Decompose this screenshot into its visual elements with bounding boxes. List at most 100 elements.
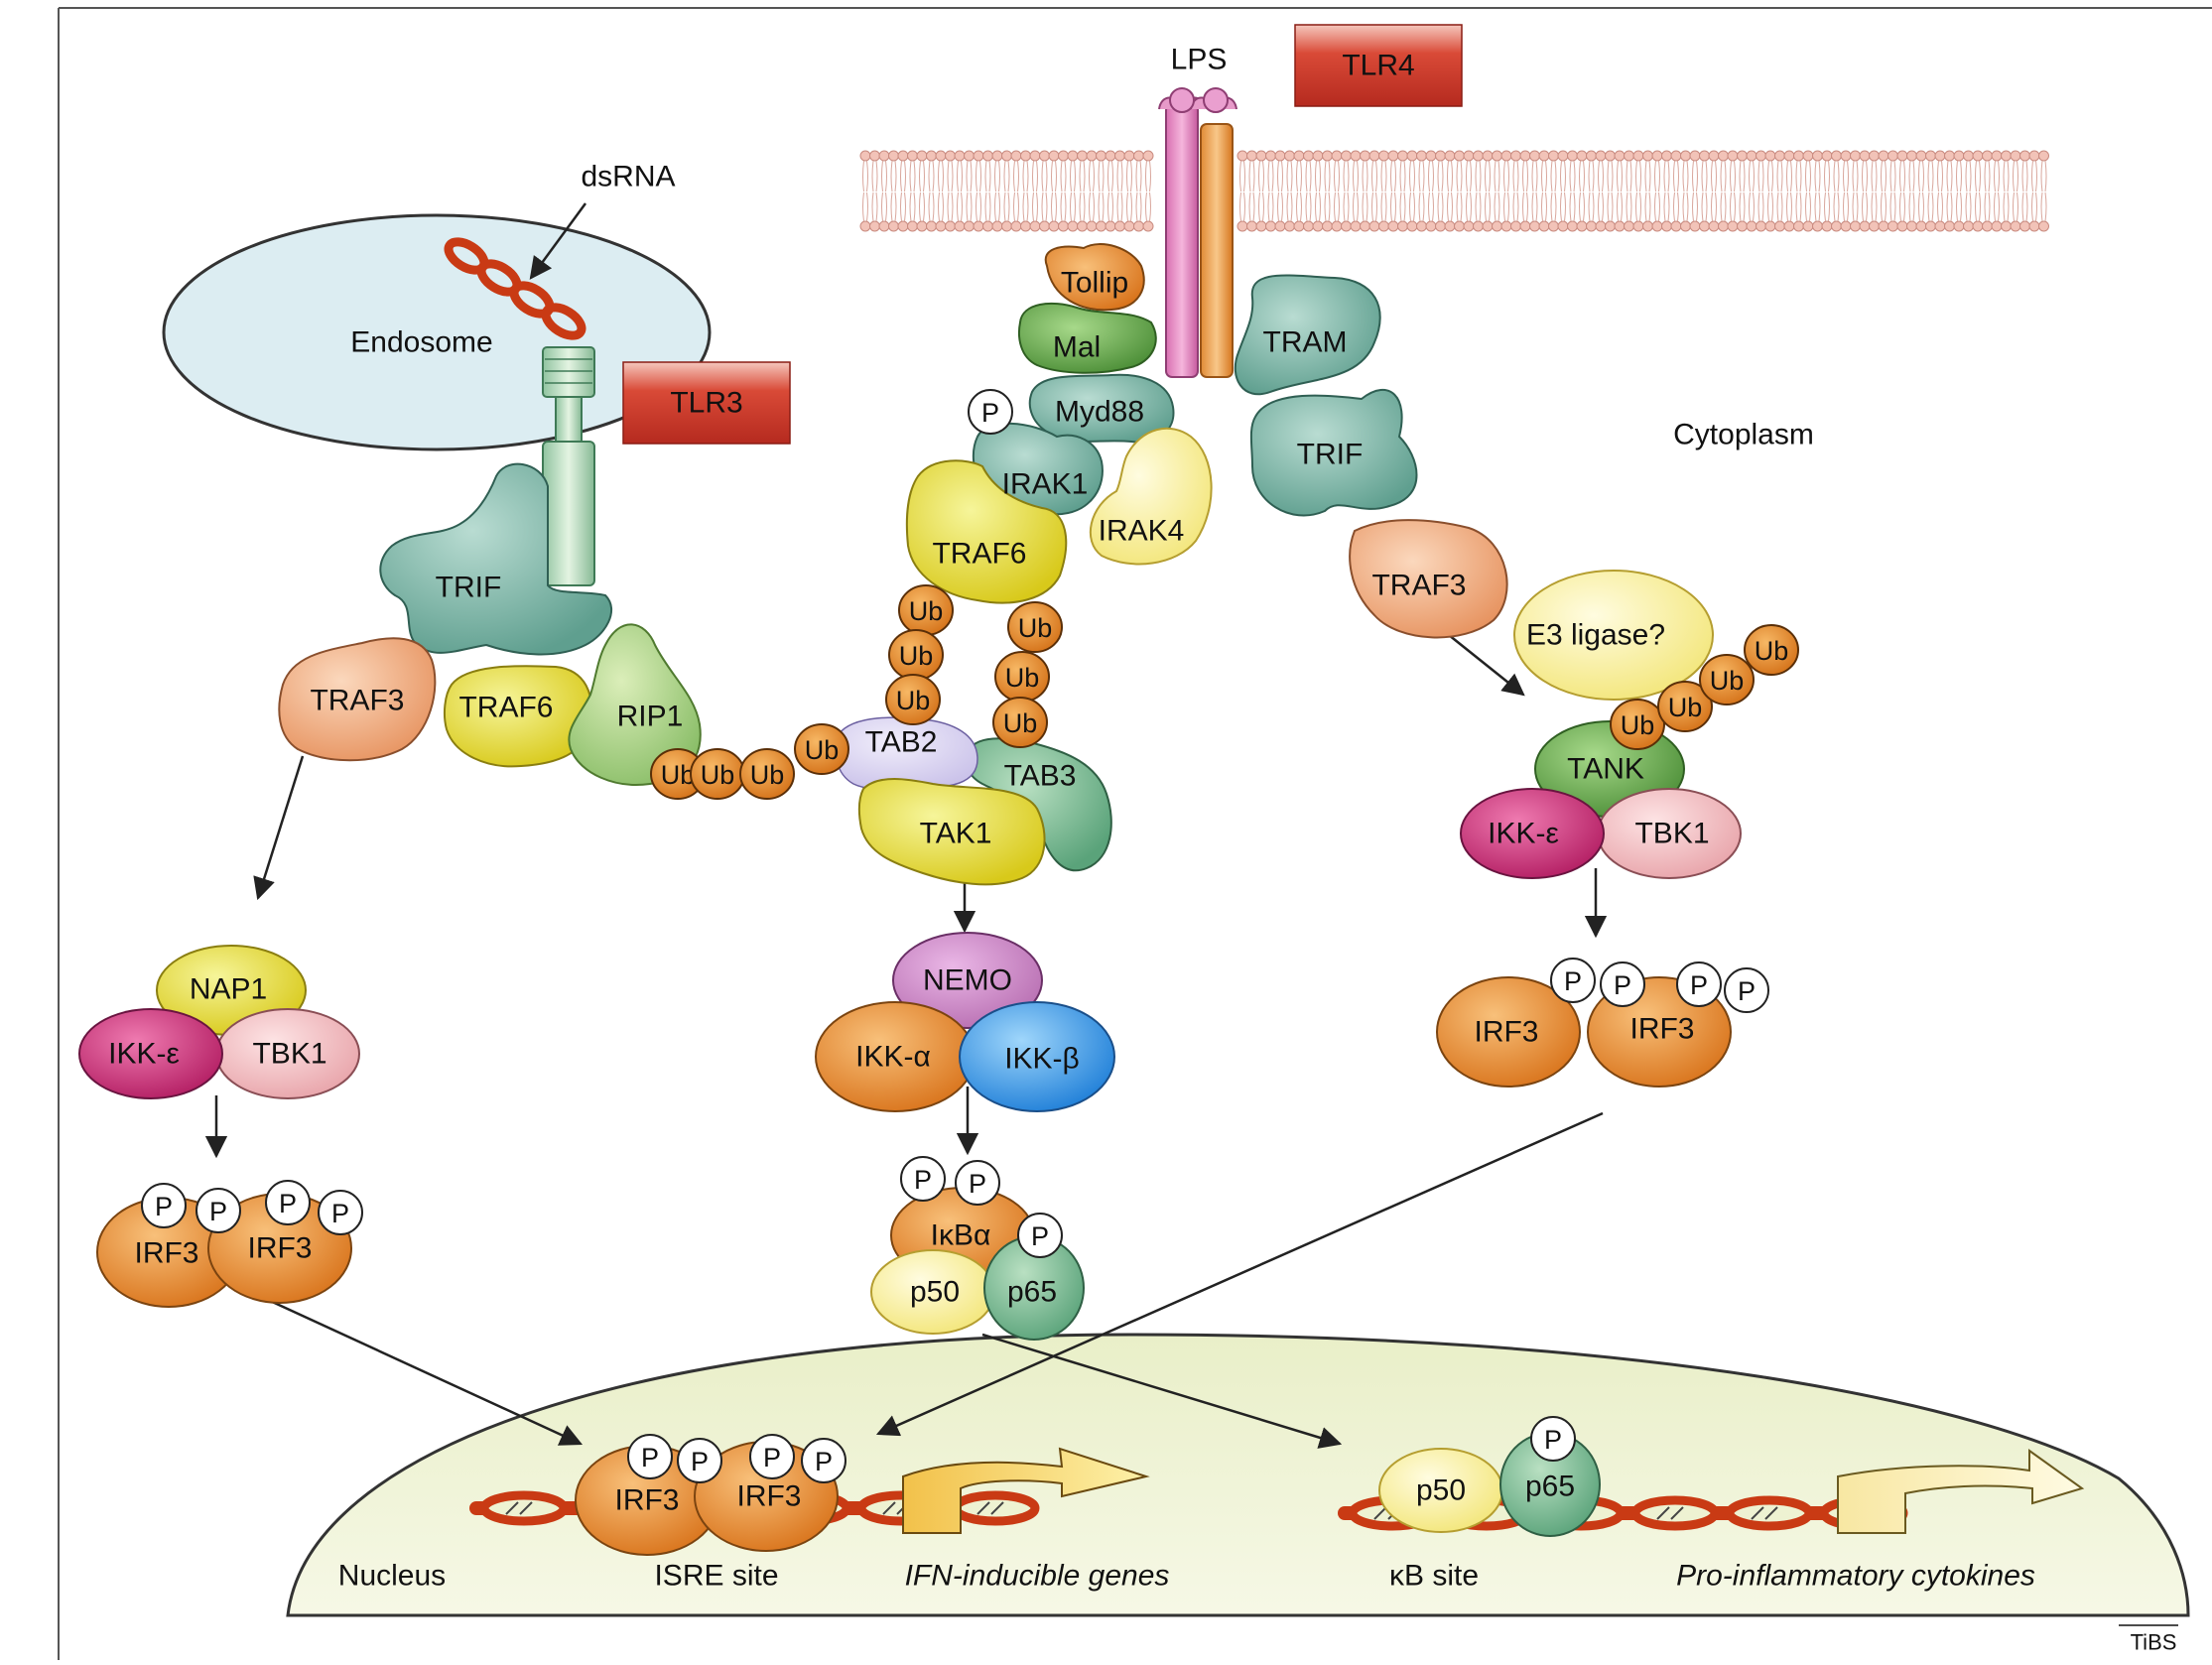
traf3-right-label: TRAF3: [1371, 570, 1466, 602]
ub-chain-tank-0: Ub: [1610, 699, 1665, 750]
tab3-label: TAB3: [1004, 760, 1077, 793]
ikke-right-label: IKK-ε: [1488, 818, 1559, 850]
traf3-right-shape: [1349, 519, 1508, 639]
gene-arrows: [902, 1447, 2085, 1534]
phospho-irf3-right-2: P: [1676, 961, 1722, 1007]
e3-ligase-label: E3 ligase?: [1526, 619, 1665, 652]
traf6-left-label: TRAF6: [458, 692, 553, 724]
traf3-left-shape: [278, 637, 437, 762]
ub-label: Ub: [909, 596, 944, 626]
myd88-label: Myd88: [1055, 396, 1144, 429]
tlr3-box: [622, 361, 791, 445]
p65-cyto-label: p65: [1007, 1276, 1057, 1309]
ub-label: Ub: [1621, 710, 1655, 740]
ub-chain-traf6-a-0: Ub: [898, 584, 954, 636]
rip1-label: RIP1: [617, 701, 684, 733]
ub-label: Ub: [899, 641, 934, 671]
tak1-label: TAK1: [920, 818, 992, 850]
ub-chain-traf6-b-0: Ub: [1007, 601, 1063, 653]
nemo-label: NEMO: [923, 964, 1012, 997]
dsrna-chain: [444, 237, 586, 340]
arrow-left-irf3-nucleus: [267, 1298, 584, 1446]
traf3-left-label: TRAF3: [310, 685, 404, 717]
phospho-irf3-left-0: P: [141, 1183, 187, 1228]
ub-label: Ub: [701, 760, 735, 790]
endosome-label: Endosome: [350, 326, 492, 359]
isre-site-label: ISRE site: [654, 1560, 778, 1593]
ub-label: Ub: [896, 686, 931, 715]
ub-label: Ub: [1005, 663, 1040, 693]
trif-right-shape: [1249, 388, 1418, 517]
phospho-irf3-nuc-2: P: [749, 1434, 795, 1479]
ub-label: Ub: [1003, 708, 1038, 738]
phospho-p65-nuc: P: [1530, 1416, 1576, 1462]
ikke-left-shape: [78, 1008, 223, 1099]
arrow-right-irf3-nucleus: [875, 1111, 1604, 1437]
ub-label: Ub: [1710, 666, 1745, 696]
ub-chain-rip1-1: Ub: [690, 748, 745, 800]
cytokines-label: Pro-inflammatory cytokines: [1676, 1560, 2035, 1593]
irf3-nuc-a-label: IRF3: [614, 1484, 679, 1517]
nucleus-label: Nucleus: [338, 1560, 446, 1593]
tlr3-label: TLR3: [670, 387, 742, 420]
phospho-irf3-right-1: P: [1600, 961, 1645, 1007]
lps-label: LPS: [1171, 44, 1228, 76]
ub-chain-traf6-a-2: Ub: [885, 674, 941, 725]
irf3-left-b-label: IRF3: [247, 1232, 312, 1265]
phospho-irf3-right-3: P: [1724, 967, 1769, 1013]
tbk1-left-label: TBK1: [252, 1038, 326, 1071]
tlr4-box: [1294, 24, 1463, 107]
ub-label: Ub: [661, 760, 696, 790]
p-label: P: [763, 1443, 781, 1473]
cytoplasm-label: Cytoplasm: [1673, 419, 1814, 451]
phospho-irf3-left-2: P: [265, 1180, 311, 1225]
mal-label: Mal: [1053, 331, 1101, 364]
p-label: P: [914, 1165, 932, 1195]
phospho-irf3-nuc-1: P: [677, 1438, 722, 1483]
phospho-irf3-left-1: P: [195, 1188, 241, 1233]
p-label: P: [981, 398, 999, 428]
tollip-shape: [1044, 243, 1145, 312]
irf3-left-a-label: IRF3: [134, 1237, 198, 1270]
tbk1-right-label: TBK1: [1634, 818, 1709, 850]
p-label: P: [691, 1447, 709, 1476]
phospho-irf3-nuc-3: P: [801, 1438, 846, 1483]
ikke-right-shape: [1460, 788, 1605, 879]
p-label: P: [279, 1189, 297, 1218]
ub-chain-tank-1: Ub: [1657, 681, 1713, 732]
ub-chain-rip1-2: Ub: [739, 748, 795, 800]
arrow-traf3-right-e3: [1448, 634, 1525, 697]
ub-chain-traf6-b-1: Ub: [994, 651, 1050, 703]
p-label: P: [969, 1169, 986, 1199]
dsrna-label: dsRNA: [581, 161, 675, 193]
arrow-dsrna: [529, 202, 587, 280]
ub-label: Ub: [1755, 636, 1789, 666]
irf3-right-a-shape: [1436, 976, 1581, 1088]
tank-label: TANK: [1567, 753, 1644, 786]
ub-label: Ub: [1668, 693, 1703, 722]
p-label: P: [155, 1192, 173, 1221]
ub-chain-traf6-a-1: Ub: [888, 629, 944, 681]
irf3-right-b-label: IRF3: [1629, 1013, 1694, 1046]
ub-label: Ub: [1018, 613, 1053, 643]
p50-cyto-label: p50: [910, 1276, 960, 1309]
phospho-irak1: P: [968, 389, 1013, 435]
ifn-gene-arrow: [902, 1447, 1150, 1534]
p-label: P: [1564, 966, 1582, 996]
tlr4-label: TLR4: [1342, 50, 1414, 82]
ub-chain-tank-3: Ub: [1744, 624, 1799, 676]
phospho-p65-cyto: P: [1017, 1213, 1063, 1258]
nemo-shape: [892, 932, 1043, 1029]
trif-left-label: TRIF: [436, 572, 502, 604]
p-label: P: [815, 1447, 833, 1476]
ikkb-shape: [959, 1001, 1115, 1112]
arrow-traf3-left-nap1: [253, 755, 305, 901]
p-label: P: [331, 1199, 349, 1228]
phospho-ikba-0: P: [900, 1156, 946, 1202]
p-label: P: [1614, 970, 1631, 1000]
e3-ligase-shape: [1513, 570, 1714, 701]
